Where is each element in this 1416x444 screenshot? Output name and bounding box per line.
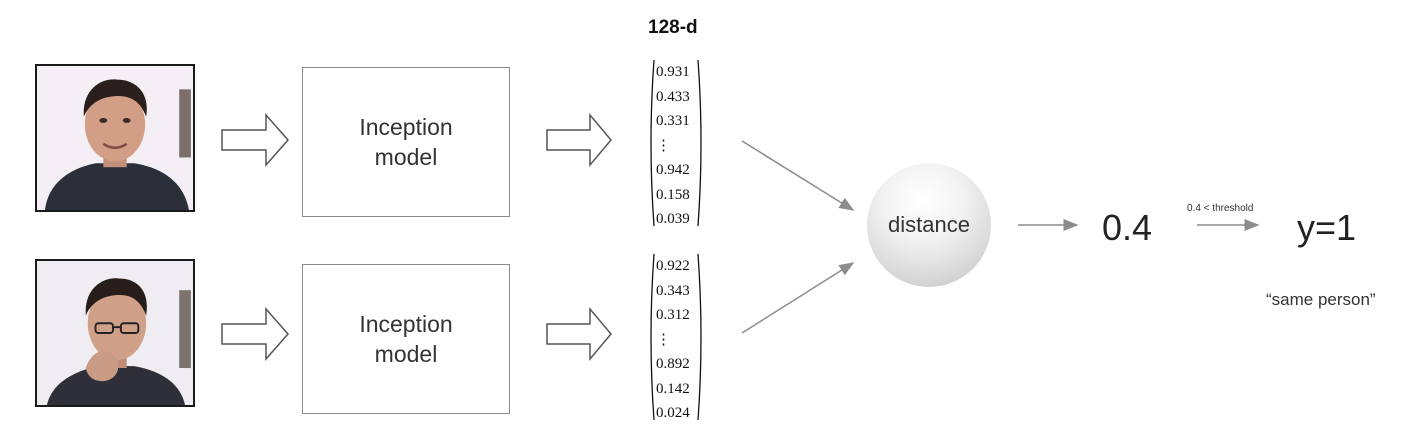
model-2-label-line2: model	[374, 341, 438, 367]
block-arrow-photo2-to-model2	[221, 307, 289, 361]
vector-1-value: 0.433	[656, 88, 690, 105]
distance-label: distance	[888, 212, 970, 237]
vector-1-value: 0.039	[656, 211, 690, 227]
vector-2-value: 0.343	[656, 282, 690, 299]
threshold-label: 0.4 < threshold	[1187, 203, 1254, 214]
result-output: y=1	[1297, 207, 1357, 248]
vector-2-value: 0.024	[656, 405, 690, 421]
vector-2-value: 0.892	[656, 356, 690, 372]
vector-2-ellipsis: ⋮	[656, 331, 671, 348]
block-arrow-model1-to-vector1	[546, 112, 612, 168]
model-1-label-line1: Inception	[359, 114, 453, 140]
person-face-image-1	[37, 66, 193, 210]
embedding-dimension-label: 128-d	[648, 17, 698, 38]
vector-1-value: 0.931	[656, 64, 690, 80]
model-1-label-line2: model	[374, 144, 438, 170]
person-face-image-2	[37, 261, 193, 405]
arrow-vector1-to-distance	[741, 140, 855, 211]
inception-model-box-1: Inception model	[302, 67, 510, 217]
vector-1-parentheses	[650, 59, 702, 227]
vector-1-ellipsis: ⋮	[656, 137, 671, 154]
vector-1-value: 0.942	[656, 162, 690, 178]
vector-2-value: 0.312	[656, 307, 690, 323]
vector-2-value: 0.922	[656, 258, 690, 274]
vector-2-parentheses	[650, 253, 702, 421]
embedding-vector-1: 0.931 0.433 0.331 ⋮ 0.942 0.158 0.039	[648, 58, 704, 228]
inception-model-box-2: Inception model	[302, 264, 510, 414]
face-photo-1	[35, 64, 195, 212]
model-2-label-line1: Inception	[359, 311, 453, 337]
block-arrow-photo1-to-model1	[221, 113, 289, 167]
distance-node: distance	[867, 163, 991, 287]
result-caption: “same person”	[1266, 290, 1376, 309]
vector-2-value: 0.142	[656, 380, 690, 397]
face-photo-2	[35, 259, 195, 407]
block-arrow-model2-to-vector2	[546, 306, 612, 362]
distance-value: 0.4	[1102, 207, 1153, 248]
vector-1-value: 0.158	[656, 186, 690, 203]
embedding-vector-2: 0.922 0.343 0.312 ⋮ 0.892 0.142 0.024	[648, 252, 704, 422]
arrow-vector2-to-distance	[741, 262, 855, 334]
vector-1-value: 0.331	[656, 113, 690, 129]
